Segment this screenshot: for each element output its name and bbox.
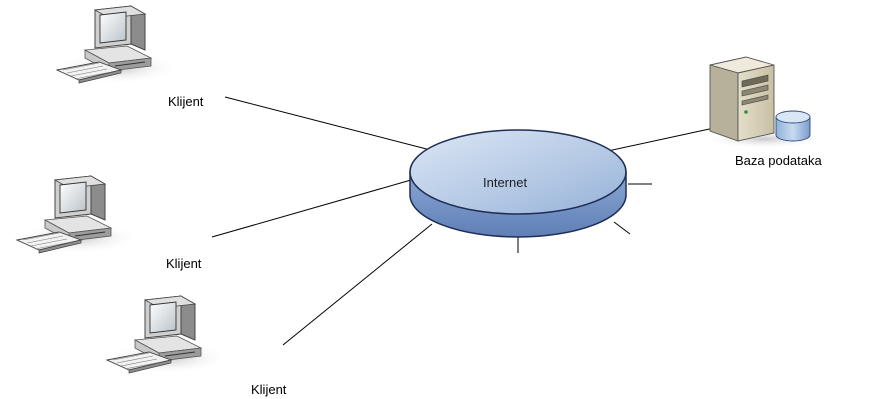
client-label: Klijent [166, 256, 202, 271]
link-server [593, 127, 715, 155]
database-server-icon [702, 56, 826, 149]
network-label: Internet [483, 175, 528, 190]
client-label: Klijent [251, 382, 287, 397]
network-disc-icon [409, 129, 627, 238]
desktop-computer-icon [104, 295, 230, 375]
connection-lines [211, 96, 715, 346]
client-label: Klijent [168, 94, 204, 109]
link-client-1 [224, 96, 443, 154]
desktop-computer-icon [14, 175, 140, 255]
port-bottom-right [613, 221, 631, 235]
server-label: Baza podataka [735, 153, 822, 168]
desktop-computer-icon [54, 5, 180, 85]
link-client-2 [211, 179, 412, 238]
link-client-3 [282, 223, 433, 346]
